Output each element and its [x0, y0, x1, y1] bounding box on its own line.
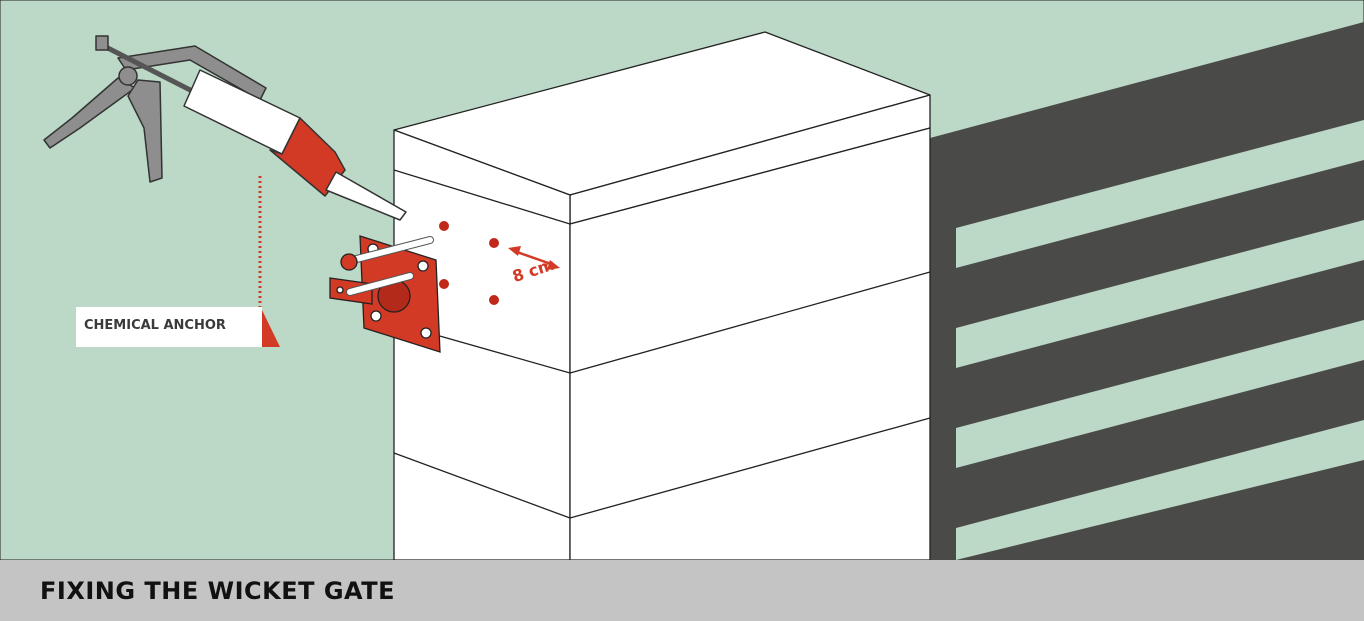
gate-bracket — [329, 235, 441, 353]
gate-gap — [956, 320, 1364, 468]
pillar — [393, 31, 931, 560]
gate-gap — [956, 420, 1364, 560]
pillar-left-face — [393, 129, 571, 560]
anchor-holes — [439, 221, 499, 305]
nozzle — [325, 171, 407, 221]
footer-bar — [0, 560, 1364, 621]
cartridge-red — [269, 117, 346, 197]
caulking-gun — [43, 35, 407, 221]
gun-trigger — [127, 79, 163, 183]
spacing-arrow — [508, 246, 560, 270]
gate-gap — [956, 220, 1364, 368]
hole — [439, 221, 449, 231]
callout-marker — [262, 310, 280, 347]
gate-panel — [930, 22, 1364, 560]
hole — [489, 238, 499, 248]
page-title: FIXING THE WICKET GATE — [40, 577, 396, 605]
gate-gap — [956, 120, 1364, 268]
pillar-right-face — [569, 127, 931, 560]
callout-box — [76, 307, 262, 347]
hole — [439, 279, 449, 289]
hole — [489, 295, 499, 305]
assembly-illustration — [0, 0, 1364, 560]
chemical-anchor-label: CHEMICAL ANCHOR — [84, 318, 226, 333]
